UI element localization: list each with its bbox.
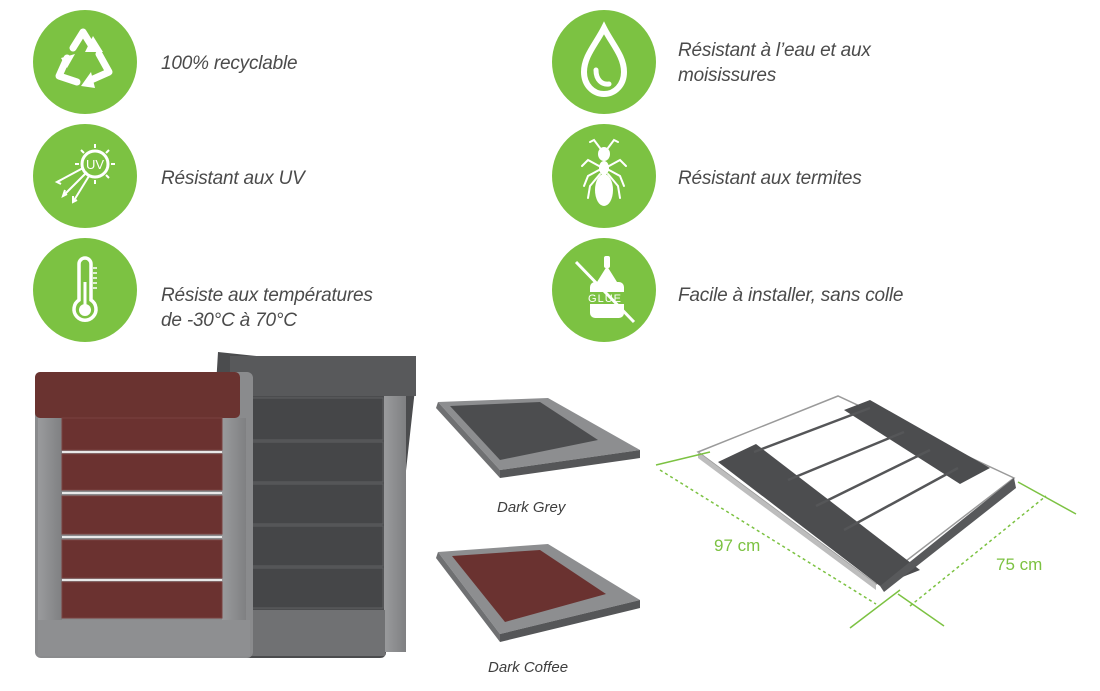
water-drop-icon (552, 10, 656, 114)
uv-sun-icon: UV (33, 124, 137, 228)
dark-coffee-caption: Dark Coffee (488, 659, 569, 676)
dark-grey-tile-small (436, 398, 640, 478)
feature-text: Résistant aux UV (161, 168, 305, 189)
feature-text-line2: moisissures (678, 65, 777, 86)
dark-grey-caption: Dark Grey (497, 499, 566, 516)
termite-icon (552, 124, 656, 228)
feature-text: Facile à installer, sans colle (678, 285, 904, 306)
svg-text:UV: UV (86, 157, 104, 172)
feature-text-line2: de -30°C à 70°C (161, 310, 297, 331)
dark-coffee-tile-large (35, 372, 253, 658)
recycle-icon (33, 10, 137, 114)
thermometer-icon (33, 238, 137, 342)
dark-grey-tile-large (200, 352, 416, 658)
feature-text: Résistant aux termites (678, 168, 862, 189)
dark-coffee-tile-small (436, 544, 640, 642)
width-dimension-label: 75 cm (996, 555, 1043, 574)
feature-text: 100% recyclable (161, 53, 298, 74)
no-glue-icon: GLUE (552, 238, 656, 342)
dimension-diagram (655, 395, 1077, 629)
length-dimension-label: 97 cm (714, 536, 761, 555)
feature-text-line1: Résiste aux températures (161, 285, 373, 306)
feature-text-line1: Résistant à l’eau et aux (678, 40, 871, 61)
